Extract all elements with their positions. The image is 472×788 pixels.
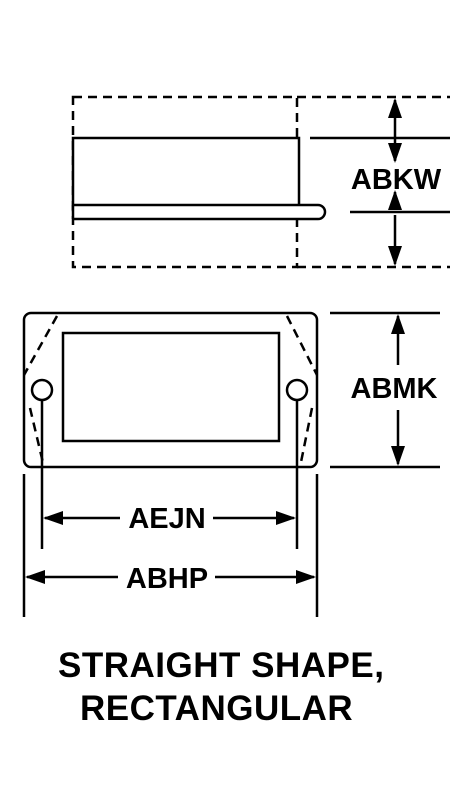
front-view-right-chamfer: [285, 315, 319, 468]
side-view-flange: [73, 203, 327, 221]
abmk-label: ABMK: [351, 373, 438, 405]
caption-line-2: RECTANGULAR: [80, 689, 354, 728]
side-view: [71, 95, 450, 269]
right-mounting-hole: [285, 378, 309, 402]
front-view-outer-frame: [22, 311, 319, 469]
left-mounting-hole: [30, 378, 54, 402]
front-view-window: [61, 331, 281, 443]
front-view: [22, 311, 440, 617]
abkw-label: ABKW: [351, 164, 442, 196]
abhp-label: ABHP: [126, 563, 208, 595]
aejn-label: AEJN: [128, 503, 205, 535]
caption-line-1: STRAIGHT SHAPE,: [58, 646, 385, 685]
side-view-body: [71, 136, 301, 212]
